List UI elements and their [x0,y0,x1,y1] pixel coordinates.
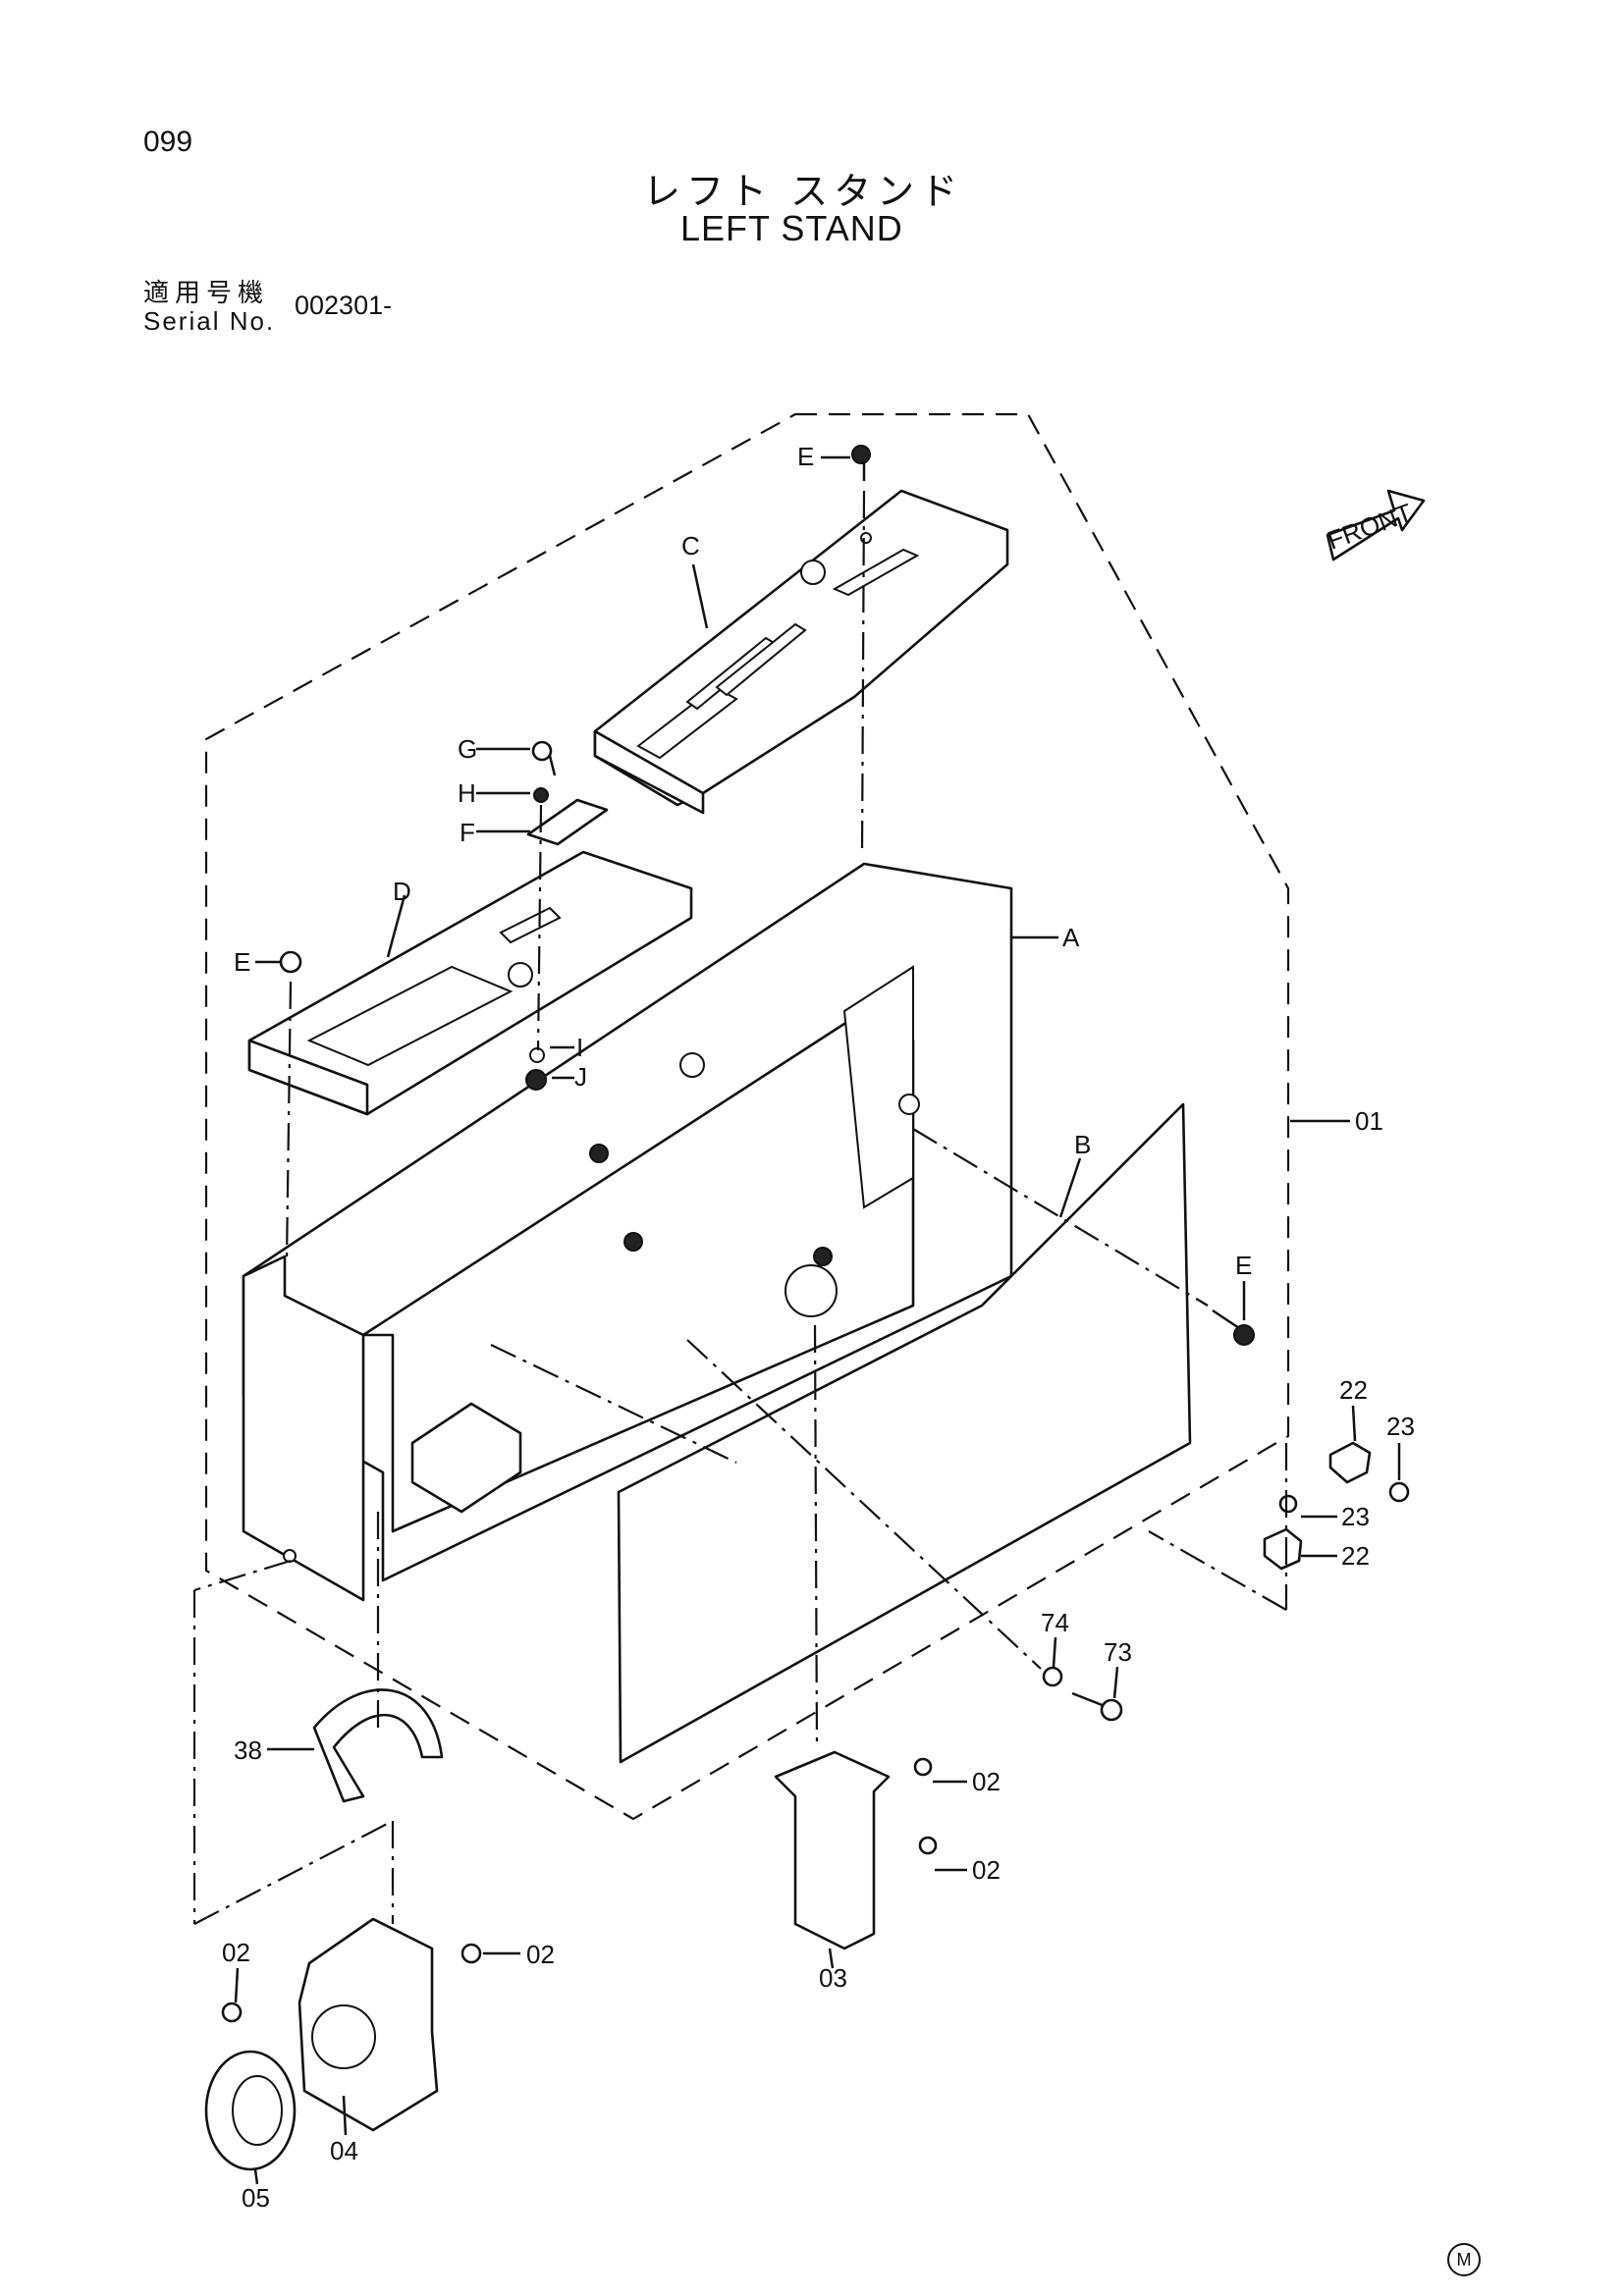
bolt-02-d [460,1943,482,1964]
front-arrow-label: FRONT [1324,498,1417,556]
screw-23-upper [1388,1481,1410,1503]
washer-h [533,787,549,803]
nut-j [525,1069,547,1091]
title-english: LEFT STAND [680,208,903,248]
washer-74 [1042,1666,1063,1687]
part-f-plate [526,798,609,846]
callout-h: H [458,778,476,808]
part-38-cushion [312,1688,444,1803]
callout-22-lower: 22 [1341,1541,1370,1571]
callout-23-upper: 23 [1386,1412,1415,1441]
callout-38: 38 [234,1735,262,1765]
clip-22-upper [1328,1441,1372,1484]
alignment-lines [192,490,1288,1925]
callout-e-top: E [797,442,814,471]
part-03-bracket [774,1750,891,1950]
serial-label-japanese: 適用号機 [143,279,270,308]
callout-f: F [460,818,475,847]
callout-02-c: 02 [222,1938,250,1967]
clip-22-lower [1263,1527,1303,1571]
callout-02-a: 02 [972,1767,1001,1796]
callout-01: 01 [1355,1106,1383,1136]
part-b-side-cover [617,1102,1192,1764]
callout-02-b: 02 [972,1855,1001,1885]
bolt-g [531,740,557,776]
footer-m-mark: M [1447,2243,1481,2276]
callout-04: 04 [330,2136,358,2165]
title-japanese: レフト スタンド [643,170,964,213]
bolt-02-a [913,1757,933,1777]
callout-02-d: 02 [526,1940,555,1969]
callout-05: 05 [242,2183,270,2213]
callout-22-upper: 22 [1339,1375,1368,1405]
callout-a: A [1062,923,1080,952]
bolt-73 [1071,1691,1123,1722]
page-number: 099 [143,126,193,158]
part-d-plate [247,850,693,1116]
callout-23-lower: 23 [1341,1502,1370,1531]
serial-number-value: 002301- [295,291,393,320]
callout-03: 03 [819,1963,847,1993]
callout-e-left: E [234,947,250,977]
washer-i [529,1047,545,1063]
callout-c: C [681,531,700,561]
front-arrow-icon: FRONT [1324,489,1426,561]
callout-74: 74 [1041,1608,1069,1637]
serial-label-english: Serial No. [143,306,276,336]
callout-b: B [1074,1130,1091,1159]
bolt-02-b [918,1836,938,1855]
bolt-e-top [851,445,871,481]
leader-lines [234,455,1401,2185]
screw-23-lower [1278,1494,1298,1514]
bolt-02-c [221,2002,243,2023]
callout-j: J [574,1062,587,1092]
callout-i: I [576,1033,583,1062]
bolt-e-left [279,950,302,974]
callout-d: D [393,877,411,906]
part-a-main-stand [242,862,1013,1602]
callout-e-right: E [1235,1251,1252,1280]
callout-g: G [458,734,477,764]
callout-73: 73 [1104,1637,1132,1667]
part-c-bracket [593,489,1009,815]
bolt-e-right [1212,1308,1255,1346]
